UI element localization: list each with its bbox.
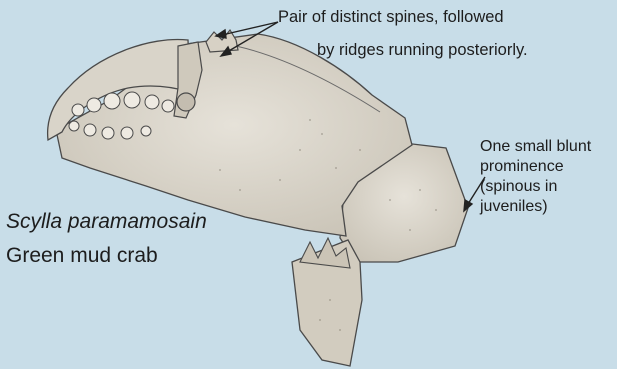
prominence-annotation-line: (spinous in (480, 177, 591, 197)
prominence-annotation: One small blunt prominence (spinous in j… (480, 137, 591, 217)
common-name: Green mud crab (6, 243, 158, 269)
scientific-name: Scylla paramamosain (6, 209, 207, 235)
spine-arrowhead-1 (216, 30, 226, 38)
spines-annotation-line-1: Pair of distinct spines, followed (278, 7, 504, 27)
spines-annotation-line-2: by ridges running posteriorly. (317, 40, 528, 60)
prominence-annotation-line: prominence (480, 157, 591, 177)
prominence-annotation-line: juveniles) (480, 197, 591, 217)
hinge-knob (177, 93, 195, 111)
spine-leader-line-1 (222, 22, 278, 35)
prominence-annotation-line: One small blunt (480, 137, 591, 157)
